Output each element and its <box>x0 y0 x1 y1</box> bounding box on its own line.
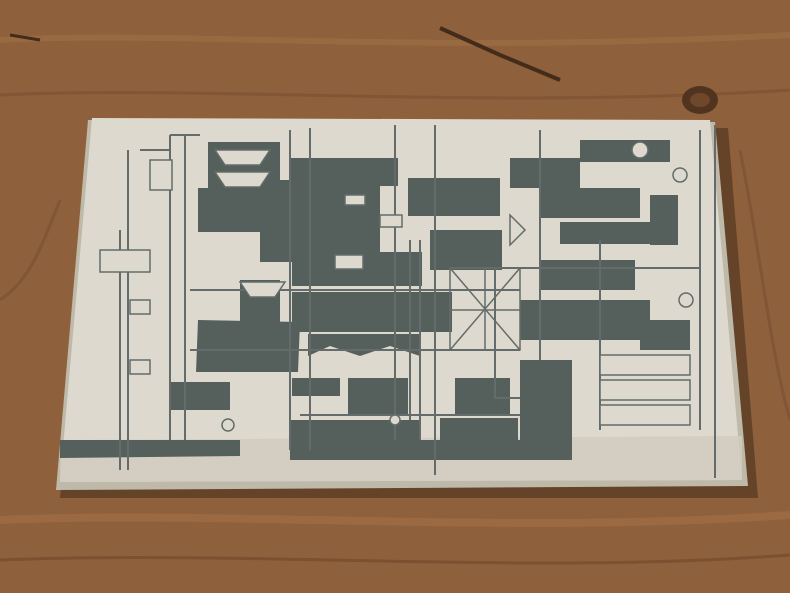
diagram-block <box>540 188 640 218</box>
tank-symbol <box>99 249 151 273</box>
valve-symbol <box>379 214 403 228</box>
pump-symbol <box>221 418 235 432</box>
wood-grain <box>0 553 790 565</box>
process-flow-diagram <box>60 140 690 460</box>
diagram-block <box>455 378 510 414</box>
diagram-block <box>540 260 635 290</box>
flow-line <box>494 268 520 399</box>
diagram-block <box>308 334 420 356</box>
diagram-band <box>290 440 570 460</box>
diagram-band <box>60 440 240 458</box>
wood-crack <box>439 26 561 82</box>
pump-symbol <box>389 414 401 426</box>
wood-grain <box>0 32 790 47</box>
wood-crack <box>9 33 41 42</box>
wood-grain <box>0 199 62 302</box>
diagram-block <box>560 222 660 244</box>
wood-grain <box>0 511 790 528</box>
diagram-block <box>292 378 340 396</box>
tank-symbol <box>599 404 691 426</box>
wood-knot <box>690 93 710 107</box>
wood-grain <box>738 149 790 421</box>
diagram-block <box>408 178 500 216</box>
diagram-block <box>170 382 230 410</box>
diagram-block <box>348 378 408 414</box>
diagram-block <box>640 320 690 350</box>
pump-symbol <box>678 292 694 308</box>
diagram-block <box>430 230 502 270</box>
pump-symbol <box>631 141 649 159</box>
booklet <box>56 118 748 490</box>
diagram-block <box>260 180 380 262</box>
conveyor-truss <box>449 267 521 351</box>
valve-symbol <box>334 254 364 270</box>
diagram-block <box>510 158 580 188</box>
hopper-symbol <box>509 213 527 247</box>
valve-symbol <box>129 359 151 375</box>
valve-symbol <box>129 299 151 315</box>
equipment-symbols <box>99 141 694 432</box>
hopper-symbol <box>213 171 272 188</box>
diagram-block <box>198 188 248 232</box>
tank-symbol <box>599 379 691 401</box>
diagram-block <box>520 300 650 340</box>
valve-symbol <box>344 194 366 206</box>
hopper-symbol <box>213 149 272 166</box>
diagram-block <box>292 292 452 332</box>
hopper-symbol <box>238 281 287 298</box>
diagram-block <box>650 195 678 245</box>
pump-symbol <box>672 167 688 183</box>
diagram-block <box>196 320 300 372</box>
tank-symbol <box>599 354 691 376</box>
wood-grain <box>0 88 790 100</box>
valve-symbol <box>149 159 173 191</box>
truss-web <box>449 267 521 351</box>
